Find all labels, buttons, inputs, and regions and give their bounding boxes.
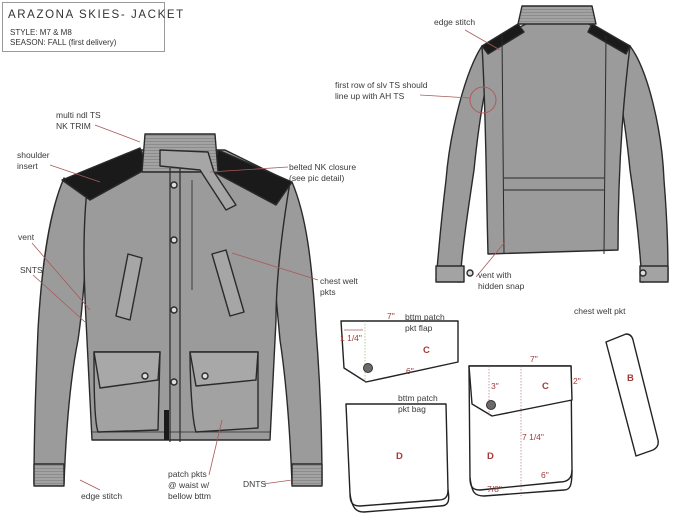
leader-lines xyxy=(31,29,506,491)
front-left-cuff xyxy=(33,463,65,487)
back-jacket xyxy=(435,5,669,283)
callout-snts: SNTS xyxy=(20,265,43,275)
callout-patch-pkts: patch pkts @ waist w/ bellow bttm xyxy=(168,469,211,501)
assembled-top-dim: 7" xyxy=(530,354,538,364)
back-shoulder-insert-left xyxy=(481,23,525,55)
sheet-title: ARAZONA SKIES- JACKET xyxy=(8,9,185,21)
callout-vent-hidden-snap: vent with hidden snap xyxy=(478,270,525,291)
piece-chest-welt-b xyxy=(605,333,659,457)
style-line: STYLE: M7 & M8 xyxy=(10,28,72,37)
callout-slv-ts: first row of slv TS should line up with … xyxy=(335,80,428,101)
callout-shoulder-insert: shoulder insert xyxy=(17,150,50,171)
back-left-cuff xyxy=(435,265,465,283)
season-line: SEASON: FALL (first delivery) xyxy=(10,38,117,47)
bag-letter: D xyxy=(396,451,403,462)
pattern-pieces xyxy=(340,320,659,513)
callout-belted-nk-closure: belted NK closure (see pic detail) xyxy=(289,162,357,183)
assembled-bellow-dim: 7/8" xyxy=(487,484,502,494)
flap-piece-label: bttm patch pkt flap xyxy=(405,312,445,333)
back-collar xyxy=(517,5,597,25)
chest-welt-right xyxy=(211,249,245,317)
back-body xyxy=(481,21,631,255)
assembled-bag-letter: D xyxy=(487,451,494,462)
chest-welt-left xyxy=(115,253,143,321)
front-left-sleeve xyxy=(33,177,91,485)
pocket-flap-right xyxy=(189,351,259,387)
callout-multi-ndl-ts: multi ndl TS NK TRIM xyxy=(56,110,101,131)
callout-edge-stitch-back: edge stitch xyxy=(434,17,476,27)
neck-belt xyxy=(159,149,237,211)
assembled-height-dim: 7 1/4" xyxy=(522,432,544,442)
armhole-ts-highlight xyxy=(469,86,497,114)
assembled-flap-depth-dim: 3" xyxy=(491,381,499,391)
assembled-bottom-dim: 6" xyxy=(541,470,549,480)
flap-top-dim: 7" xyxy=(387,311,395,321)
flap-bottom-dim: 6" xyxy=(406,366,414,376)
chest-welt-letter: B xyxy=(627,373,634,384)
bag-piece-label: bttm patch pkt bag xyxy=(398,393,438,414)
front-right-cuff xyxy=(291,463,323,487)
title-block: ARAZONA SKIES- JACKET STYLE: M7 & M8 SEA… xyxy=(2,2,183,52)
back-shoulder-insert-right xyxy=(587,23,631,55)
assembled-flap-letter: C xyxy=(542,381,549,392)
chest-welt-piece-label: chest welt pkt xyxy=(574,306,626,316)
callout-edge-stitch-front: edge stitch xyxy=(81,491,123,501)
assembled-right-dim: 2" xyxy=(573,376,581,386)
callout-vent: vent xyxy=(18,232,35,242)
callout-dnts: DNTS xyxy=(243,479,267,489)
flap-letter: C xyxy=(423,345,430,356)
callout-chest-welt-pkts: chest welt pkts xyxy=(320,276,358,297)
front-jacket xyxy=(33,133,323,487)
flap-side-dim: 1 1/4" xyxy=(340,333,362,343)
